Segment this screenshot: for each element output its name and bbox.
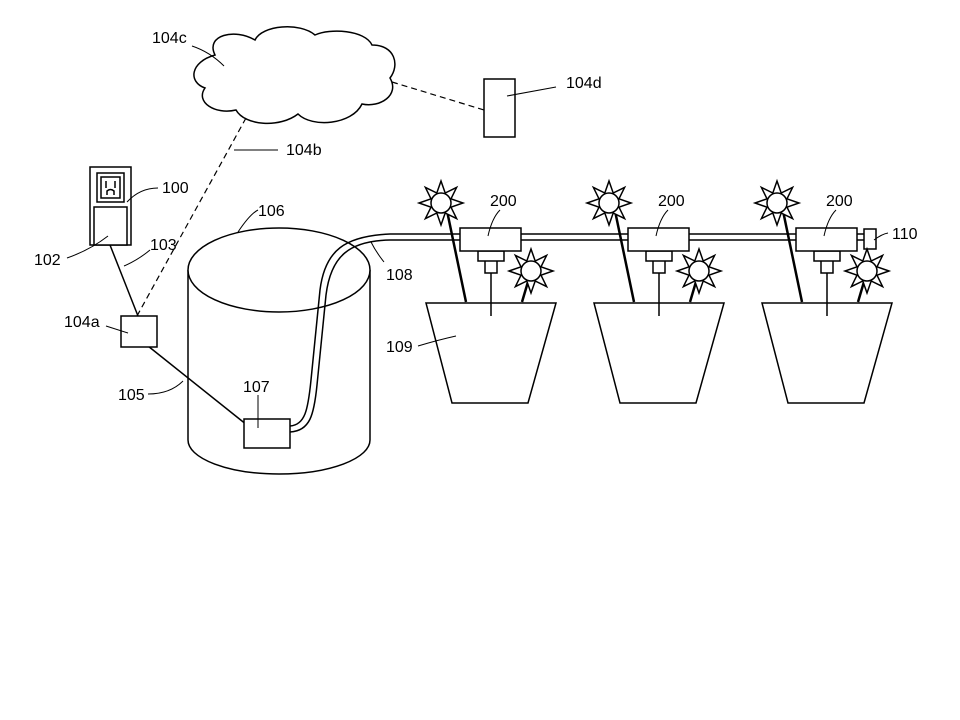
label-200-3: 200 — [826, 193, 853, 210]
leader-100 — [126, 187, 159, 203]
emitter-stem-3 — [820, 259, 834, 274]
emitter-stem-2 — [652, 259, 666, 274]
leader-104d — [506, 86, 557, 97]
label-200-2: 200 — [658, 193, 685, 210]
plant-stem-tall-1 — [444, 205, 468, 303]
flower-2a — [584, 178, 634, 228]
label-106: 106 — [258, 203, 285, 220]
label-104a: 104a — [64, 314, 100, 331]
flower-3a — [752, 178, 802, 228]
label-102: 102 — [34, 252, 61, 269]
plug — [93, 206, 128, 246]
flower-3b — [842, 246, 892, 296]
leader-200-1 — [487, 209, 501, 237]
flower-2b — [674, 246, 724, 296]
emitter-stem-1 — [484, 259, 498, 274]
label-103: 103 — [150, 237, 177, 254]
label-109: 109 — [386, 339, 413, 356]
reservoir-rim — [187, 227, 371, 313]
leader-102 — [66, 235, 109, 259]
emitter-body-1 — [477, 250, 505, 262]
leader-200-3 — [823, 209, 837, 237]
leader-200-2 — [655, 209, 669, 237]
leader-109 — [417, 335, 457, 347]
label-110: 110 — [892, 226, 918, 243]
outlet-ground-hole — [106, 188, 115, 195]
label-200-1: 200 — [490, 193, 517, 210]
plant-station-2 — [584, 178, 725, 404]
plant-station-3 — [752, 178, 893, 404]
label-108: 108 — [386, 267, 413, 284]
reservoir-body — [187, 270, 371, 475]
end-cap — [863, 228, 877, 250]
pot-3 — [761, 302, 893, 404]
plant-stem-tall-2 — [612, 205, 636, 303]
emitter-body-2 — [645, 250, 673, 262]
outlet-receptacle-face — [100, 176, 121, 199]
leader-103 — [123, 249, 151, 267]
tee-fitting-2 — [627, 227, 690, 252]
supply-tube-outer — [289, 233, 865, 427]
control-line-105 — [147, 345, 248, 426]
leader-104c — [191, 45, 225, 67]
wireless-link-line — [136, 117, 247, 317]
label-104c: 104c — [152, 30, 187, 47]
flower-1b — [506, 246, 556, 296]
leader-110 — [873, 232, 889, 241]
label-105: 105 — [118, 387, 145, 404]
tee-fitting-3 — [795, 227, 858, 252]
leader-104a — [105, 325, 129, 334]
pot-1 — [425, 302, 557, 404]
label-100: 100 — [162, 180, 189, 197]
flower-1a — [416, 178, 466, 228]
power-cord-103 — [109, 244, 139, 317]
pump-box — [243, 418, 291, 449]
tee-fitting-1 — [459, 227, 522, 252]
leader-106 — [237, 209, 259, 233]
label-104b: 104b — [286, 142, 322, 159]
plant-stem-tall-3 — [780, 205, 804, 303]
controller-box — [120, 315, 158, 348]
label-107: 107 — [243, 379, 270, 396]
cloud-shape — [193, 26, 396, 125]
emitter-body-3 — [813, 250, 841, 262]
supply-tube-inner — [289, 239, 865, 433]
label-104d: 104d — [566, 75, 602, 92]
leader-105 — [147, 380, 184, 395]
pot-2 — [593, 302, 725, 404]
remote-device — [483, 78, 516, 138]
leader-108 — [370, 241, 385, 263]
link-cloud-to-remote-device — [391, 81, 485, 111]
plant-station-1 — [416, 178, 557, 404]
